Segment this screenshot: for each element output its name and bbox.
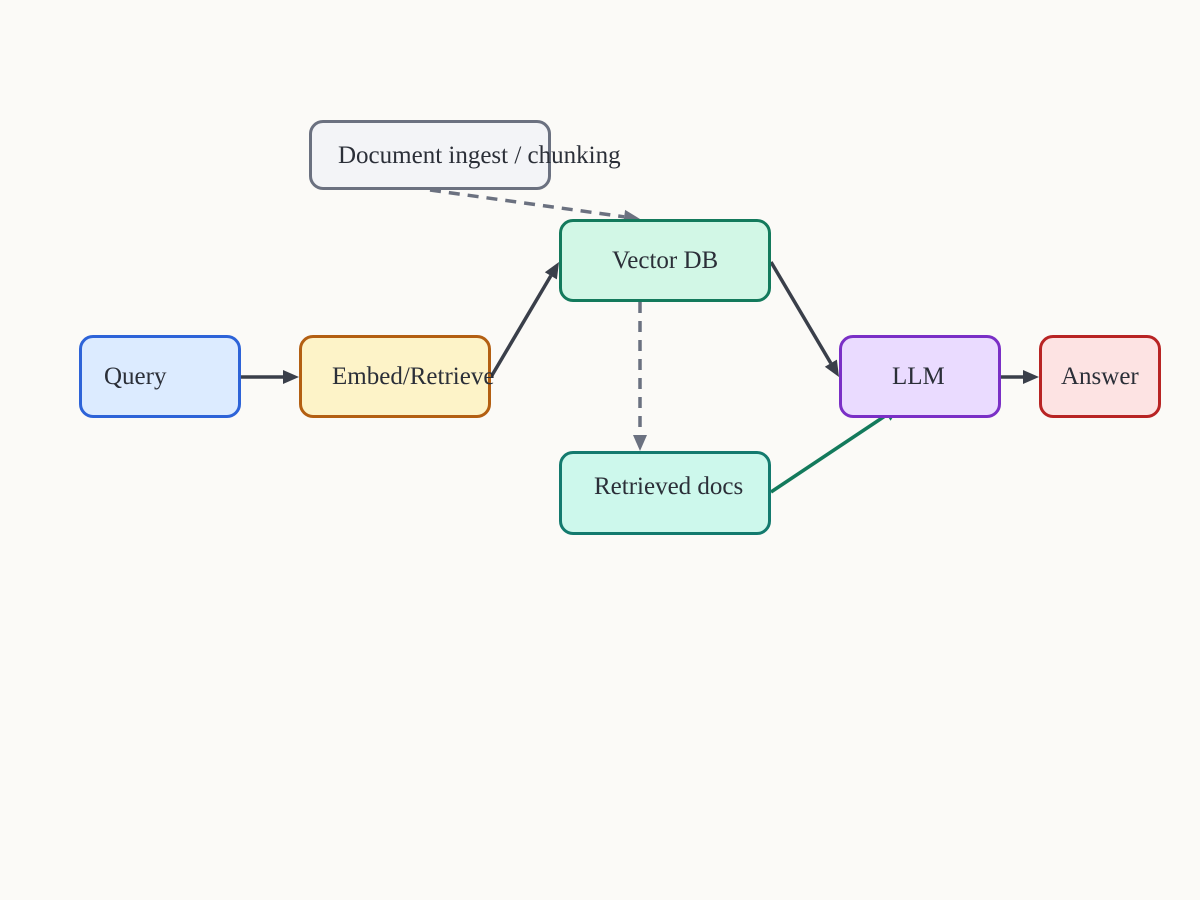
arrowhead-vectordb-to-llm — [824, 359, 839, 377]
node-retrieved-docs[interactable] — [559, 451, 771, 535]
label-embed-retrieve: Embed/Retrieve — [332, 363, 495, 390]
label-llm: LLM — [892, 363, 945, 390]
node-embed-retrieve[interactable] — [299, 335, 491, 418]
label-retrieved-docs: Retrieved docs — [594, 473, 744, 500]
label-query: Query — [104, 363, 167, 390]
node-document-ingest[interactable] — [309, 120, 551, 190]
arrowhead-vectordb-to-retrieved — [633, 435, 647, 451]
node-answer[interactable] — [1039, 335, 1161, 418]
arrowhead-query-to-embed — [283, 370, 299, 384]
node-vector-db[interactable] — [559, 219, 771, 302]
edge-embed-to-vectordb — [489, 274, 553, 378]
label-answer: Answer — [1061, 363, 1139, 390]
node-llm[interactable] — [839, 335, 1001, 418]
edge-vectordb-to-llm — [769, 261, 833, 365]
arrowhead-embed-to-vectordb — [544, 262, 559, 280]
node-query[interactable] — [79, 335, 241, 418]
edge-ingest-to-vectordb — [429, 188, 625, 219]
label-document-ingest: Document ingest / chunking — [338, 142, 621, 169]
arrowhead-llm-to-answer — [1023, 370, 1039, 384]
edge-retrieved-to-llm — [770, 413, 888, 494]
label-vector-db: Vector DB — [612, 247, 719, 274]
